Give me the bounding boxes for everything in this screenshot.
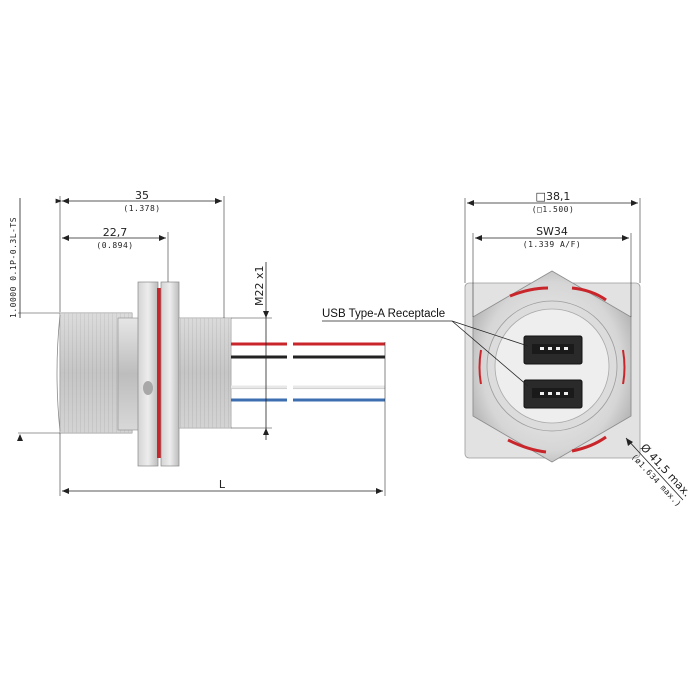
callout-leader-top — [451, 320, 529, 347]
front-view: USB Type-A Receptacle □38,1 (□1.500) SW3… — [322, 190, 693, 509]
dim-thread-value: M22 x1 — [253, 266, 266, 307]
dim-flange-inch: (0.894) — [96, 241, 133, 250]
dim-wrench-inch: (1.339 A/F) — [523, 240, 581, 249]
usb-callout-label: USB Type-A Receptacle — [322, 308, 445, 320]
hex-nut-left — [137, 281, 159, 467]
dim-total-inch: (1.378) — [123, 204, 160, 213]
vertical-code-label: 1.0000 0.1P-0.3L-TS — [9, 217, 18, 318]
dim-square-value: □38,1 — [536, 190, 571, 203]
dim-square-inch: (□1.500) — [532, 205, 575, 214]
dim-length-value: L — [219, 478, 226, 491]
usb-port-bottom — [523, 379, 583, 409]
side-view: 1.0000 0.1P-0.3L-TS 35 (1.378) 22, — [9, 189, 386, 496]
body-collar — [117, 317, 141, 431]
wires — [231, 342, 385, 402]
dim-wrench-value: SW34 — [536, 225, 568, 238]
nut-hole — [143, 381, 153, 395]
usb-port-top — [523, 335, 583, 365]
dim-diameter-line — [625, 437, 684, 501]
dim-flange-value: 22,7 — [103, 226, 128, 239]
panel-flange — [160, 281, 180, 467]
red-gasket — [157, 288, 161, 458]
callout-leader-bottom — [451, 320, 529, 387]
gasket-accent — [509, 286, 549, 298]
dim-total-value: 35 — [135, 189, 149, 202]
